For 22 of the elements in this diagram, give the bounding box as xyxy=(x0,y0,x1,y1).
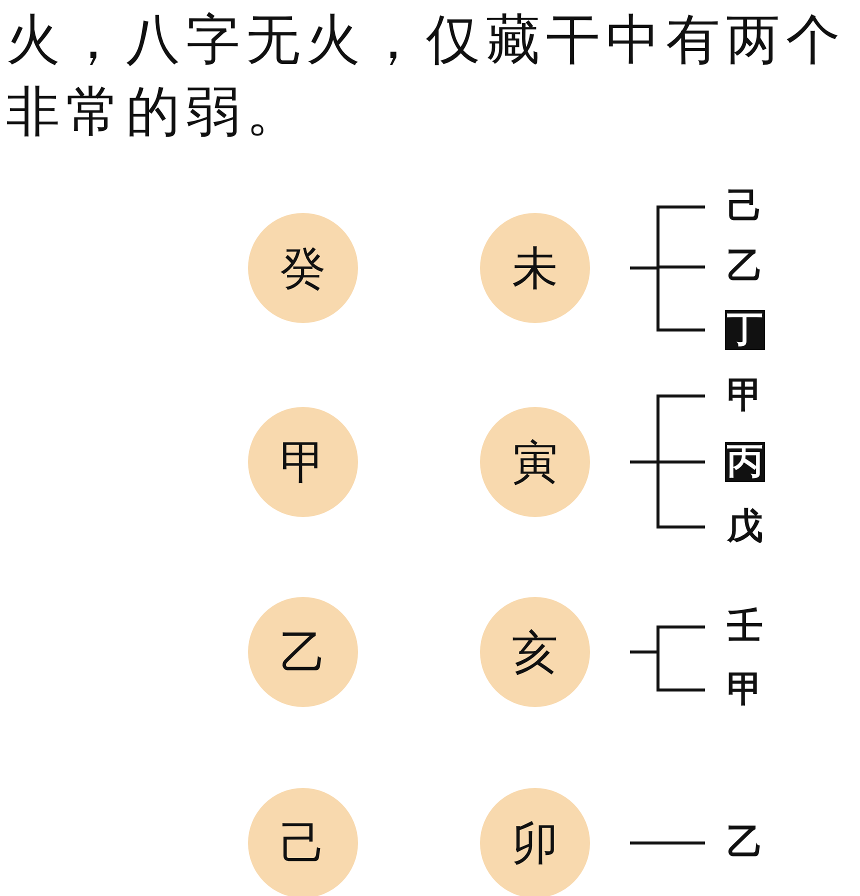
branch-text: 亥 xyxy=(512,629,558,675)
branch-text: 癸 xyxy=(280,245,326,291)
stem-label: 己 xyxy=(725,187,765,227)
paragraph-text: 火，八字无火，仅藏干中有两个非常的弱。 xyxy=(6,7,847,145)
bracket-line xyxy=(630,650,705,692)
branch-text: 甲 xyxy=(280,439,326,485)
branch-text: 乙 xyxy=(280,629,326,675)
highlighted-stem-label: 丙 xyxy=(725,442,765,482)
branch-text: 己 xyxy=(280,820,326,866)
branch-text: 卯 xyxy=(512,820,558,866)
branch-text: 未 xyxy=(512,245,558,291)
bracket-line xyxy=(630,266,705,332)
bracket-line xyxy=(630,842,705,844)
stem-label: 甲 xyxy=(725,670,765,710)
highlighted-stem-label: 丁 xyxy=(725,310,765,350)
stem-label: 壬 xyxy=(725,607,765,647)
stem-label: 戊 xyxy=(725,507,765,547)
bracket-line xyxy=(630,460,705,528)
branch-text: 寅 xyxy=(512,439,558,485)
stem-label: 甲 xyxy=(725,376,765,416)
stem-label: 乙 xyxy=(725,823,765,863)
stem-label: 乙 xyxy=(725,247,765,287)
